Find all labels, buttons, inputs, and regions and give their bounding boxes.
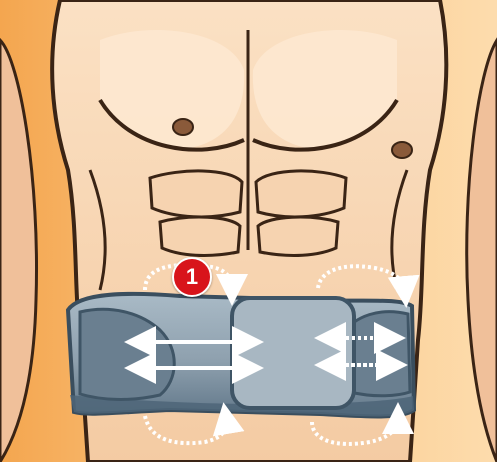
left-nipple [173, 119, 193, 135]
step-number-badge: 1 [172, 257, 212, 297]
center-pad [232, 298, 354, 408]
right-nipple [392, 142, 412, 158]
